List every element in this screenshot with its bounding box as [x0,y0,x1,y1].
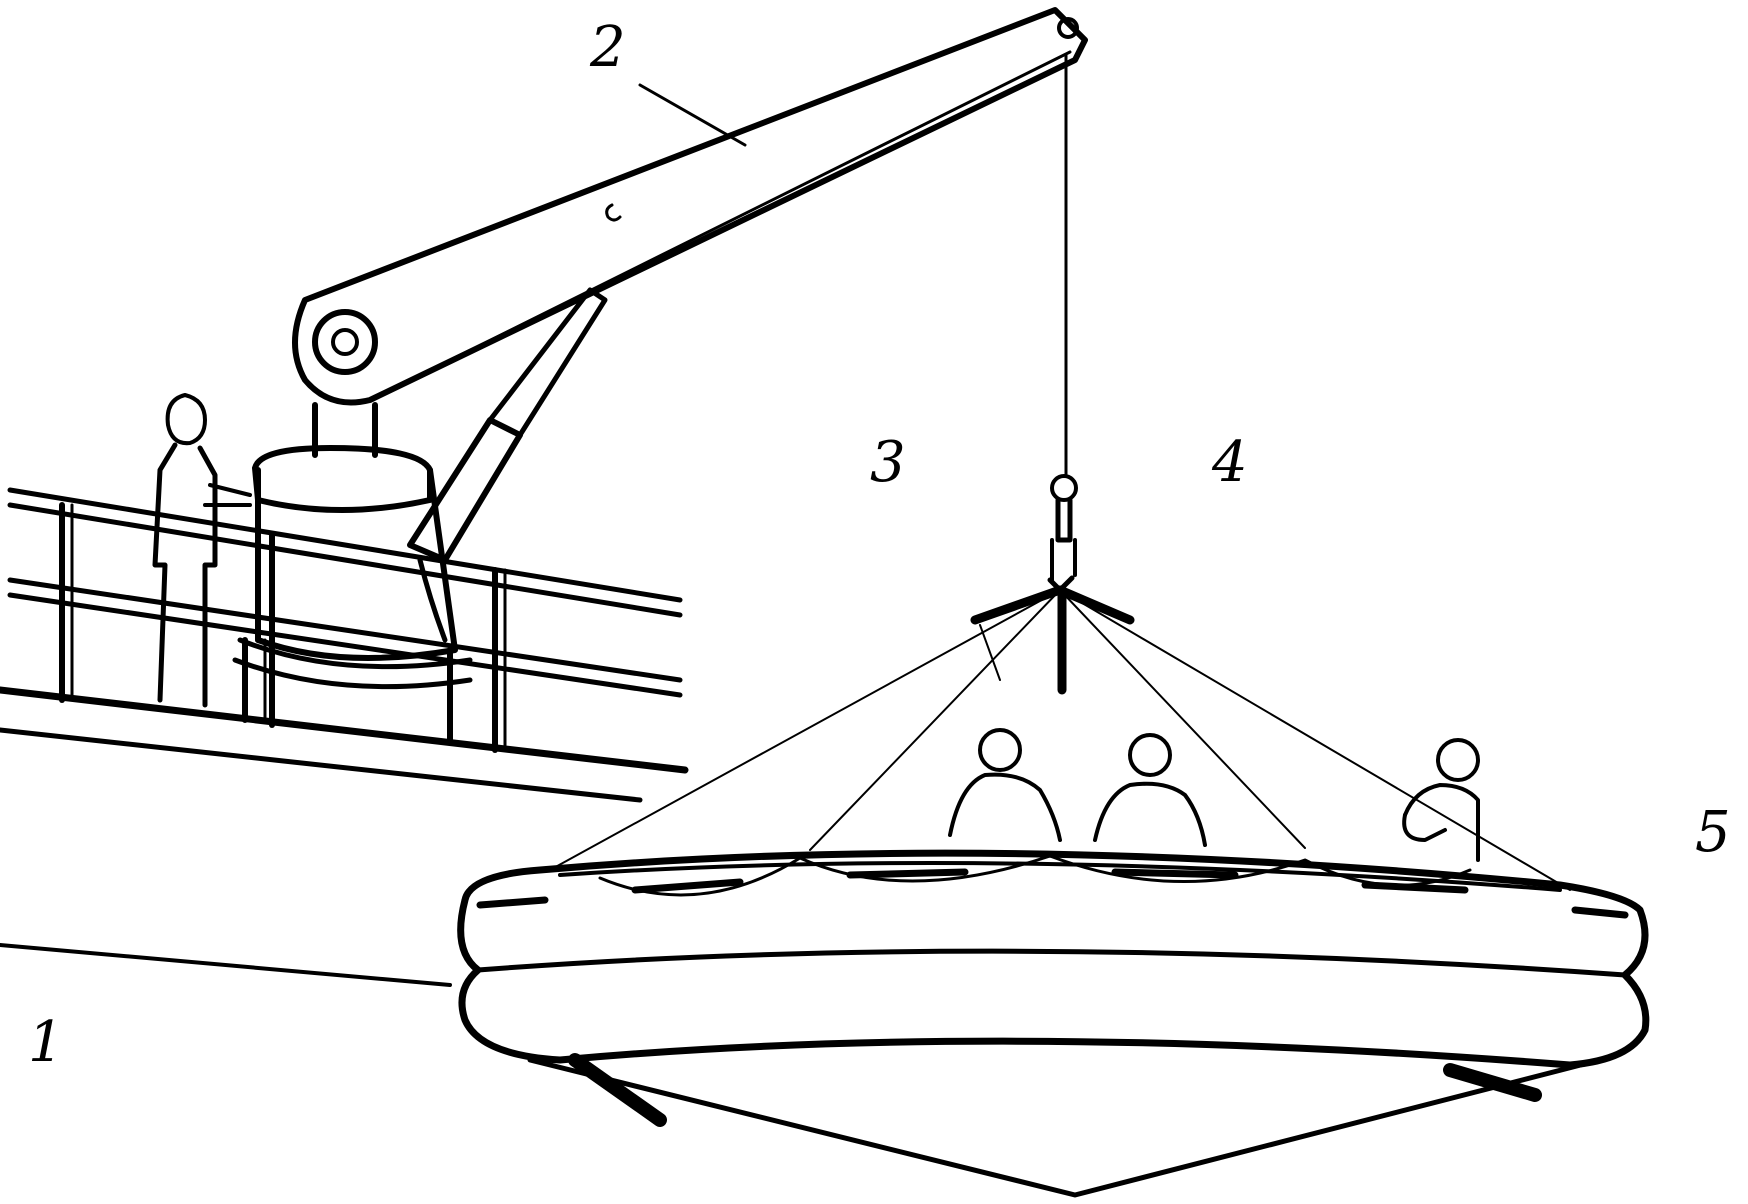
davit-arm [292,7,1088,406]
raft-occupants [948,728,1480,862]
hoist-cable [1050,53,1078,582]
davit-pedestal [232,402,473,743]
label-hook: 4 [1212,430,1248,495]
deck-railing [7,487,683,753]
operator-figure [152,393,252,708]
inflatable-liferaft [457,849,1650,1198]
label-davit-arm: 2 [590,15,626,80]
hydraulic-ram [407,287,608,643]
ship-deck [0,686,689,987]
label-raft: 5 [1695,800,1731,865]
label-lifting-slings: 3 [870,430,906,495]
lifting-slings [549,585,1571,891]
label-ship-side: 1 [28,1010,64,1075]
